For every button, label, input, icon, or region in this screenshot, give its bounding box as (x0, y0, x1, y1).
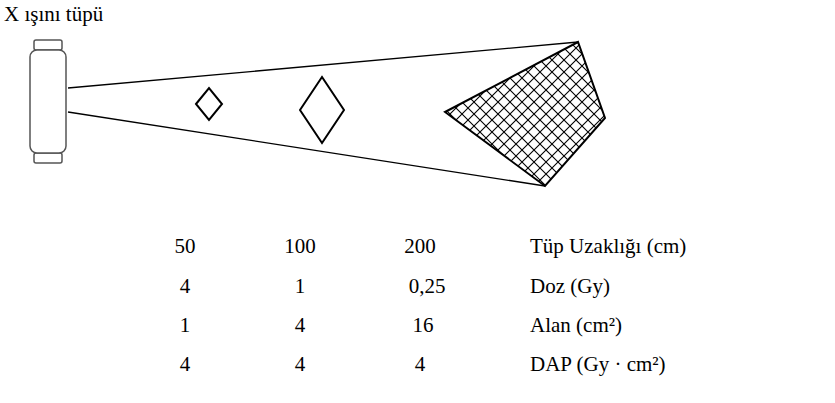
table-cell: DAP (Gy · cm²) (530, 353, 666, 376)
table-cell: Tüp Uzaklığı (cm) (530, 235, 686, 258)
table-cell: 4 (415, 353, 426, 376)
table-cell: Doz (Gy) (530, 275, 610, 298)
table-cell: 1 (180, 314, 191, 337)
field-100 (300, 77, 344, 143)
table-cell: 100 (284, 235, 316, 258)
table-cell: 16 (413, 314, 434, 337)
table-cell: 4 (180, 275, 191, 298)
table-cell: 0,25 (409, 275, 446, 298)
table-cell: 4 (295, 314, 306, 337)
xray-tube (30, 40, 66, 163)
table-cell: 4 (295, 353, 306, 376)
table-cell: 1 (295, 275, 306, 298)
table-cell: 50 (175, 235, 196, 258)
tube-label: X ışını tüpü (4, 3, 103, 26)
field-200-grid (445, 42, 605, 186)
table-cell: 200 (404, 235, 436, 258)
table-cell: Alan (cm²) (530, 314, 622, 337)
field-50 (196, 88, 222, 120)
table-cell: 4 (180, 353, 191, 376)
